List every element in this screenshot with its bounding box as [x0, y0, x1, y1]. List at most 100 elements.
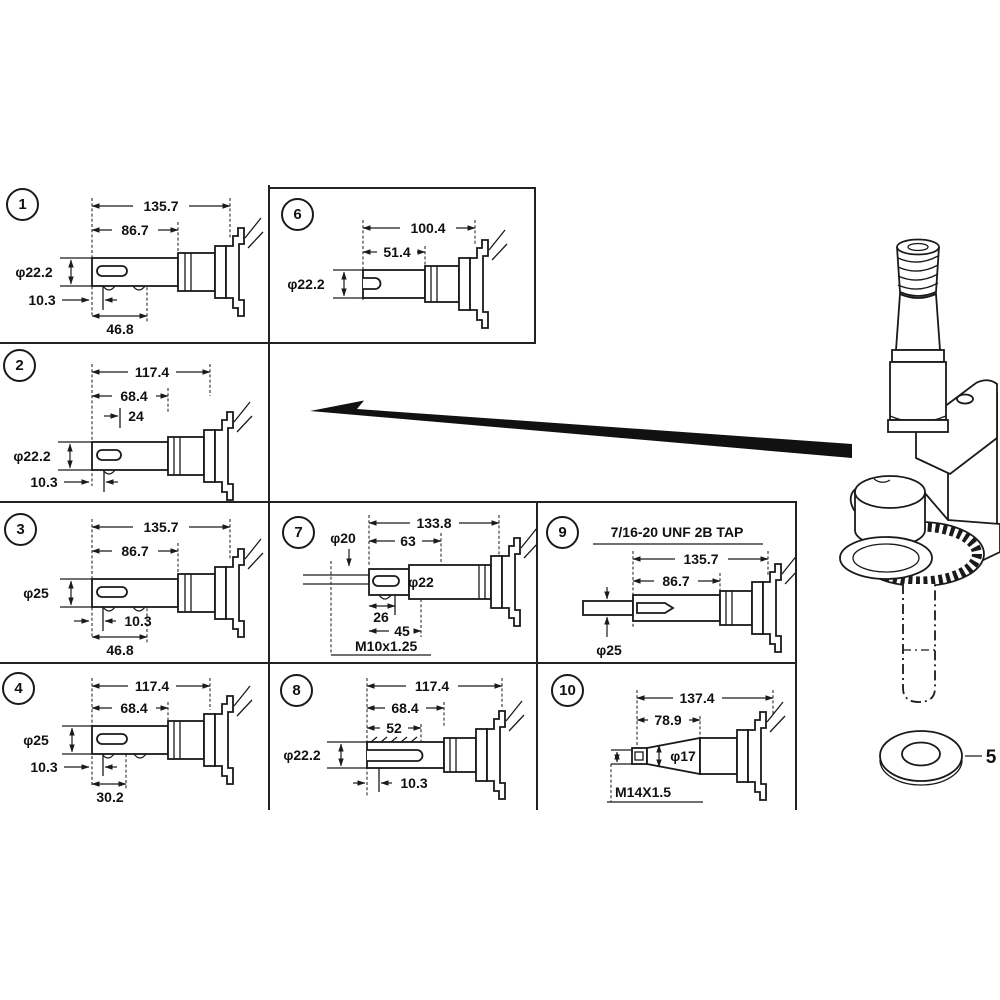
dim-offset: 10.3: [28, 292, 55, 308]
part-number-badge: 8: [280, 674, 313, 707]
dim-mid: 51.4: [383, 244, 410, 260]
dim-total: 135.7: [143, 198, 178, 214]
dim-diameter: φ25: [23, 732, 49, 748]
shaft-drawing-7: 133.8 63 φ20 φ22 26 45 M10x1.25: [303, 515, 536, 656]
panel-option-1: 1 135.7 8: [0, 182, 268, 342]
panel-option-8: 8 117.4 6: [269, 664, 536, 810]
dim-keyend: 24: [128, 408, 144, 424]
thread-spec: M14X1.5: [615, 784, 671, 800]
shaft-outline: [91, 401, 253, 501]
panel-option-10: 10 137.4: [537, 664, 795, 810]
dim-diameter: φ25: [23, 585, 49, 601]
shaft-outline: [91, 685, 253, 785]
dim-key: 46.8: [106, 642, 133, 658]
dim-diameter: φ22.2: [15, 264, 52, 280]
panel-option-9: 9 7/16-20 UNF 2B TAP 135.7 86.7: [537, 503, 795, 662]
dim-slot: 52: [386, 720, 402, 736]
dim-total: 135.7: [683, 551, 718, 567]
dim-keystart: 26: [373, 609, 389, 625]
shaft-outline: [91, 217, 264, 317]
part-number-badge: 4: [2, 672, 35, 705]
dimensions: 117.4 68.4 φ25 10.3 30.2: [23, 678, 211, 805]
panel-option-7: 7 133.8: [269, 503, 536, 662]
dim-key: 30.2: [96, 789, 123, 805]
grid-line-vertical-mid: [536, 501, 538, 810]
lower-shaft: [902, 584, 936, 703]
shaft-drawing-10: 137.4 78.9 φ17 M14X1.5: [607, 690, 786, 803]
part-number-badge: 6: [281, 198, 314, 231]
dimensions: 135.7 86.7 φ25 10.3 46.8: [23, 519, 231, 658]
dim-diameter: φ22.2: [287, 276, 324, 292]
dim-mid: 86.7: [662, 573, 689, 589]
part-number-badge: 3: [4, 513, 37, 546]
dimensions: 117.4 68.4 24 φ22.2 10.3: [13, 364, 211, 492]
counterweight: [915, 379, 998, 560]
extension-lines: [366, 678, 503, 796]
shaft-outline: [366, 700, 525, 800]
crankshaft-illustration: 5: [839, 238, 1000, 786]
dimensions: 137.4 78.9 φ17 M14X1.5: [607, 690, 774, 803]
dimensions: 7/16-20 UNF 2B TAP 135.7 86.7: [593, 524, 769, 629]
panel-option-2: 2 117.4 68.4: [0, 344, 268, 501]
dim-offset: 10.3: [400, 775, 427, 791]
washer-part-number: 5: [986, 747, 997, 768]
grid-line-row4-top: [0, 662, 797, 664]
part-number-badge: 2: [3, 349, 36, 382]
grid-line-vertical-left: [268, 185, 270, 810]
part-number-badge: 1: [6, 188, 39, 221]
dim-body-diameter: φ22: [408, 574, 434, 590]
grid-line-row1-bottom: [0, 342, 536, 344]
pointer-arrow: [310, 400, 852, 458]
dim-mid: 63: [400, 533, 416, 549]
grid-line-row3-top: [0, 501, 797, 503]
dim-mid: 86.7: [121, 543, 148, 559]
dim-nose-diameter: φ20: [330, 530, 356, 546]
dim-offset: 10.3: [124, 613, 151, 629]
tap-note: 7/16-20 UNF 2B TAP: [611, 524, 744, 540]
panel-option-6: 6 100.4 51.4: [269, 188, 535, 342]
dimensions-lower: φ25: [596, 616, 622, 658]
dim-mid: 68.4: [391, 700, 418, 716]
dim-total: 137.4: [679, 690, 714, 706]
dimensions: 117.4 68.4 52 φ22.2 10.3: [283, 678, 503, 792]
dimensions: 135.7 86.7 φ22.2 10.3 46.8: [15, 198, 231, 337]
panel-option-3: 3 135.7 8: [0, 503, 268, 662]
shaft-outline: [303, 527, 536, 627]
shaft-drawing-3: 135.7 86.7 φ25 10.3 46.8: [23, 519, 264, 658]
thrust-washer: 5: [879, 730, 997, 786]
part-number-badge: 9: [546, 516, 579, 549]
part-number-badge: 7: [282, 516, 315, 549]
dim-total: 117.4: [135, 678, 169, 694]
dimensions: 100.4 51.4 φ22.2: [287, 220, 476, 299]
dim-offset: 10.3: [30, 474, 57, 490]
thread-spec: M10x1.25: [355, 638, 417, 654]
shaft-outline: [582, 553, 795, 653]
dim-total: 117.4: [415, 678, 449, 694]
shaft-outline: [362, 229, 508, 329]
dim-total: 117.4: [135, 364, 169, 380]
shaft-drawing-1: 135.7 86.7 φ22.2 10.3 46.8: [15, 198, 264, 337]
dimensions: 133.8 63 φ20 φ22 26 45 M10x1.25: [330, 515, 500, 656]
grid-line-box6-top: [268, 187, 536, 189]
dim-diameter: φ17: [670, 748, 696, 764]
shaft-drawing-4: 117.4 68.4 φ25 10.3 30.2: [23, 678, 253, 805]
dim-offset: 10.3: [30, 759, 57, 775]
dim-mid: 68.4: [120, 700, 147, 716]
part-number-badge: 10: [551, 674, 584, 707]
shaft-drawing-2: 117.4 68.4 24 φ22.2 10.3: [13, 364, 253, 501]
dim-diameter: φ22.2: [283, 747, 320, 763]
dim-diameter: φ22.2: [13, 448, 50, 464]
crank-pin: [839, 475, 933, 580]
panel-option-4: 4 117.4 6: [0, 664, 268, 810]
dim-key: 46.8: [106, 321, 133, 337]
shaft-drawing-6: 100.4 51.4 φ22.2: [287, 220, 508, 329]
extension-lines: [362, 220, 476, 300]
dim-mid: 68.4: [120, 388, 147, 404]
upper-shaft: [887, 238, 949, 433]
grid-line-box6-right: [534, 187, 536, 343]
dim-total: 100.4: [410, 220, 445, 236]
shaft-drawing-9: 7/16-20 UNF 2B TAP 135.7 86.7: [582, 524, 795, 658]
dim-mid: 78.9: [654, 712, 681, 728]
dim-total: 135.7: [143, 519, 178, 535]
